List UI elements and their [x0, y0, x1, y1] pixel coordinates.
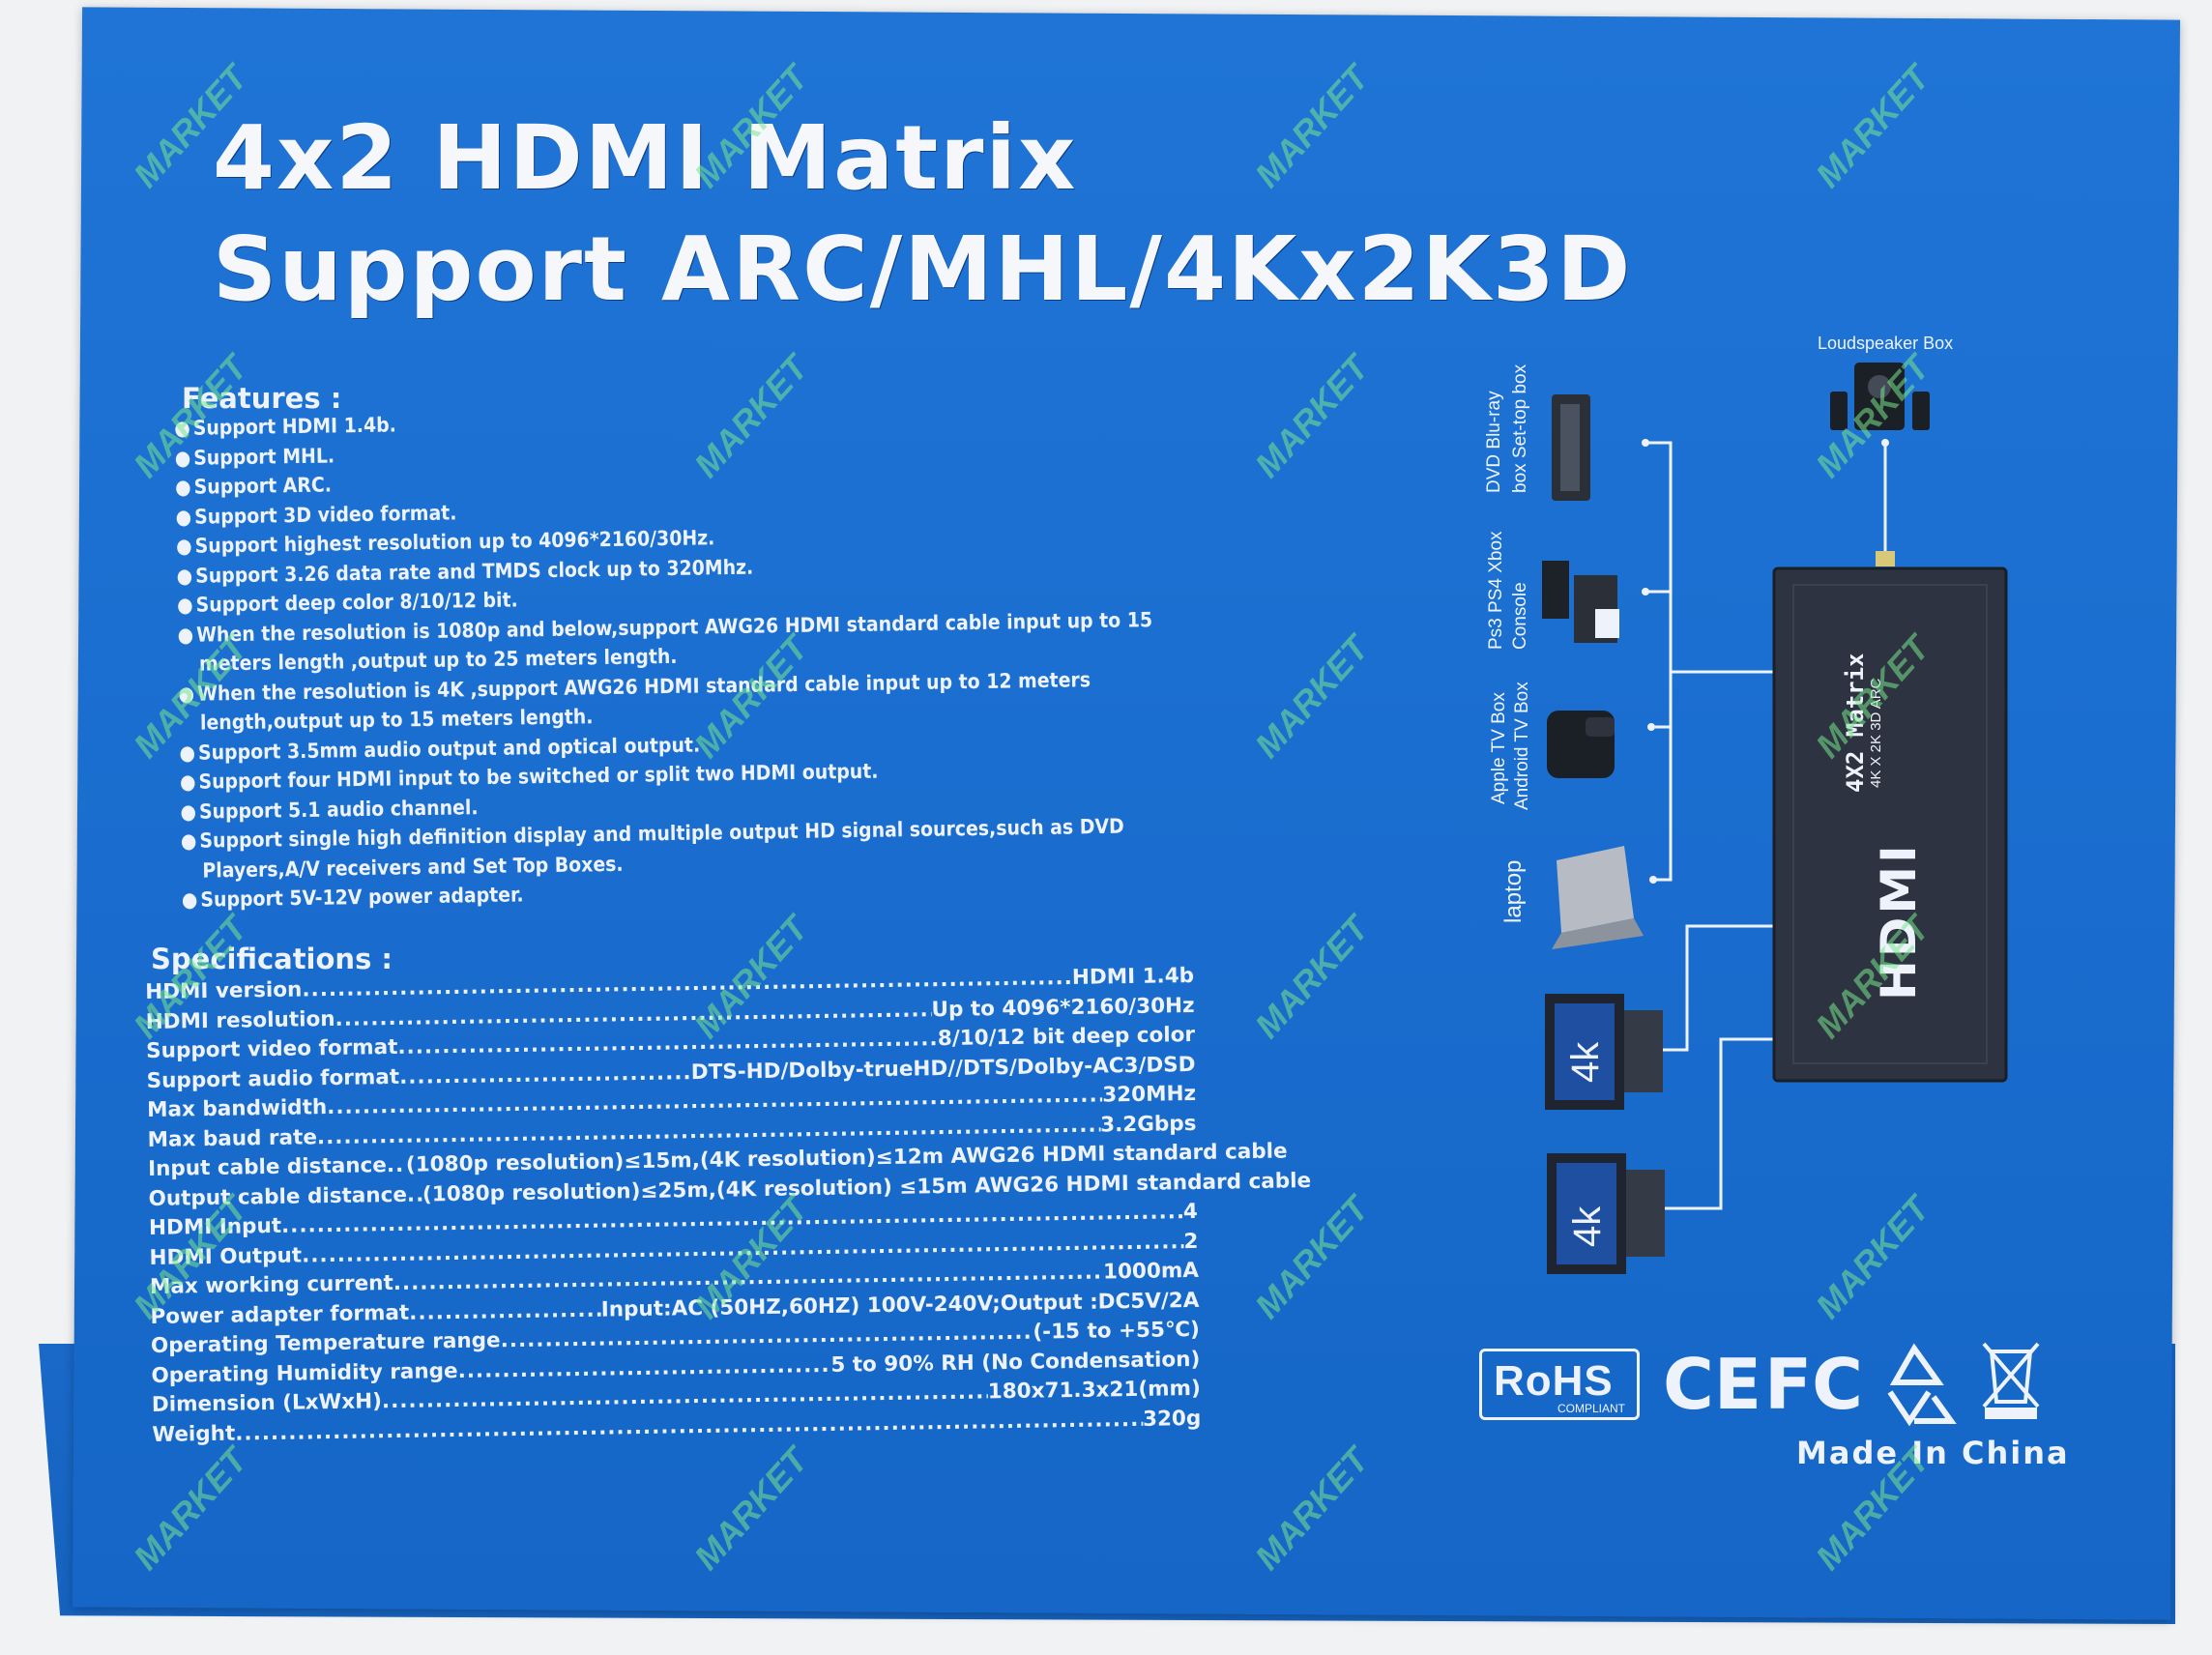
device-brand-logo: HDMI	[1871, 842, 1927, 1001]
tv2-label: 4k	[1566, 1205, 1609, 1247]
tv-box-icon	[1547, 711, 1655, 778]
game-console-icon	[1542, 561, 1649, 643]
dvd-player-icon	[1552, 394, 1649, 501]
tv-output-1-icon	[1545, 994, 1663, 1110]
speaker-label: Loudspeaker Box	[1818, 334, 1954, 353]
recycle-icon	[1887, 1343, 1957, 1427]
laptop-label: laptop	[1500, 859, 1527, 923]
device-title: 4X2 Matrix	[1842, 653, 1869, 794]
console-label-1: Ps3 PS4 Xbox	[1486, 531, 1506, 650]
features-heading: Features :	[182, 382, 342, 415]
made-in-label: Made In China	[1796, 1435, 2070, 1471]
rohs-text: RoHS	[1494, 1357, 1614, 1405]
dvd-label-1: DVD Blu-ray	[1484, 391, 1504, 493]
rohs-badge: RoHS COMPLIANT	[1479, 1349, 1640, 1420]
device-subtitle: 4K X 2K 3D ARC	[1868, 678, 1884, 788]
title-line-1: 4x2 HDMI Matrix	[213, 106, 1078, 210]
weee-bin-icon	[1982, 1342, 2040, 1419]
console-label-2: Console	[1510, 582, 1530, 650]
speaker-icon	[1830, 363, 1930, 566]
hdmi-matrix-device	[1772, 566, 2008, 1083]
dvd-label-2: box Set-top box	[1510, 363, 1530, 493]
laptop-icon	[1552, 846, 1657, 949]
tv1-label: 4k	[1564, 1041, 1607, 1083]
ce-mark: CE	[1663, 1344, 1762, 1425]
rohs-compliant: COMPLIANT	[1557, 1402, 1625, 1415]
specs-heading: Specifications :	[151, 943, 393, 975]
fcc-mark: FC	[1764, 1344, 1864, 1425]
diagram-wires	[1648, 440, 1887, 1210]
tvbox-label-2: Android TV Box	[1512, 682, 1532, 810]
tvbox-label-1: Apple TV Box	[1489, 692, 1509, 804]
title-line-2: Support ARC/MHL/4Kx2K3D	[213, 218, 1633, 321]
tv-output-2-icon	[1547, 1153, 1665, 1274]
